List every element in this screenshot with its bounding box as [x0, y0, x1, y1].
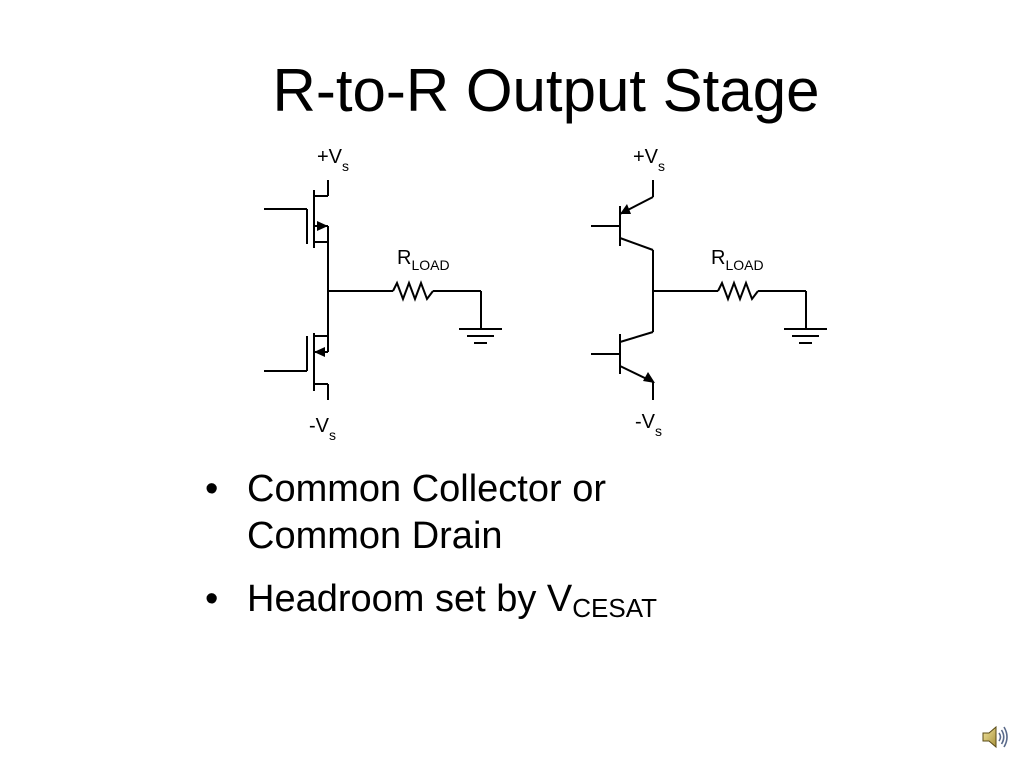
- svg-text:-Vs: -Vs: [309, 415, 336, 443]
- load-resistor-right: [717, 280, 759, 302]
- svg-text:-Vs: -Vs: [635, 411, 662, 439]
- top-mosfet: [264, 180, 329, 248]
- right-top-supply-label: +V: [633, 146, 659, 168]
- bullet-item: Headroom set by VCESAT: [205, 576, 687, 632]
- left-top-supply-sub: s: [342, 158, 349, 174]
- bullet-subscript: CESAT: [572, 593, 658, 623]
- top-bjt: [591, 180, 654, 251]
- ground-symbol-right: [784, 328, 827, 344]
- bullet-list: Common Collector or Common Drain Headroo…: [205, 466, 687, 648]
- left-top-supply-label: +V: [317, 146, 343, 168]
- top-mosfet-arrow-icon: [317, 221, 328, 231]
- speaker-icon[interactable]: [980, 722, 1010, 752]
- right-top-supply-sub: s: [658, 158, 665, 174]
- mosfet-circuit: +Vs -Vs RLOAD: [264, 146, 502, 443]
- svg-text:RLOAD: RLOAD: [397, 247, 450, 273]
- svg-text:RLOAD: RLOAD: [711, 247, 764, 273]
- right-bottom-supply-sub: s: [655, 423, 662, 439]
- bottom-bjt: [591, 331, 655, 400]
- bottom-bjt-arrow-icon: [643, 372, 655, 383]
- right-load-sub: LOAD: [725, 257, 763, 273]
- bottom-mosfet: [264, 333, 329, 400]
- svg-text:+Vs: +Vs: [633, 146, 665, 174]
- svg-text:+Vs: +Vs: [317, 146, 349, 174]
- left-bottom-supply-sub: s: [329, 427, 336, 443]
- bullet-text: Common Collector or Common Drain: [247, 468, 606, 557]
- bjt-circuit: +Vs -Vs RLOAD: [591, 146, 827, 439]
- bullet-item: Common Collector or Common Drain: [205, 466, 687, 560]
- top-bjt-arrow-icon: [620, 204, 631, 214]
- slide-title: R-to-R Output Stage: [272, 57, 820, 124]
- left-bottom-supply-label: -V: [309, 415, 330, 437]
- bullet-text: Headroom set by V: [247, 578, 573, 620]
- right-load-label: R: [711, 247, 725, 269]
- bottom-mosfet-arrow-icon: [314, 347, 325, 357]
- ground-symbol-left: [459, 328, 502, 344]
- left-load-label: R: [397, 247, 411, 269]
- left-load-sub: LOAD: [411, 257, 449, 273]
- load-resistor-left: [392, 280, 434, 302]
- right-bottom-supply-label: -V: [635, 411, 656, 433]
